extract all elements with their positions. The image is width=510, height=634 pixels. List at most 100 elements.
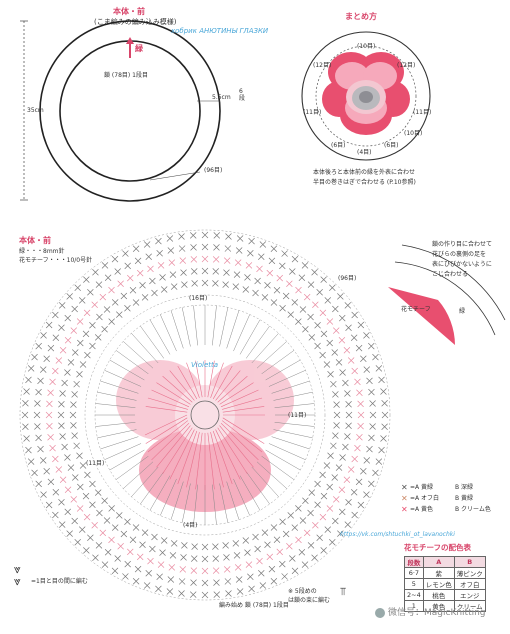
- stitch-mark: [279, 304, 286, 312]
- stitch-mark: [143, 582, 151, 589]
- table-row: 5 レモン色 オフ白: [404, 578, 486, 590]
- table-header-cell: A: [422, 556, 455, 568]
- stitch-mark: [326, 318, 334, 325]
- stitch-mark: [261, 529, 269, 536]
- stitch-mark: [190, 244, 197, 251]
- stitch-mark: [22, 399, 29, 407]
- petal-stitch: [217, 375, 248, 403]
- stitch-mark: [319, 309, 327, 317]
- fifth-row-note-line1: ※ 5段めの: [288, 588, 317, 595]
- stitch-mark: [58, 521, 66, 528]
- stitch-mark: [351, 455, 358, 463]
- stitch-mark: [319, 351, 326, 359]
- stitch-mark: [363, 332, 370, 339]
- stitch-mark: [55, 357, 63, 364]
- stitch-mark: [141, 529, 149, 536]
- petal-stitch: [215, 429, 241, 480]
- stitch-mark: [101, 262, 109, 269]
- stitch-mark: [25, 376, 32, 384]
- petal-stitch: [151, 422, 190, 461]
- stitch-mark: [76, 452, 83, 460]
- stitch-mark: [224, 578, 232, 585]
- stitch-mark: [66, 530, 73, 537]
- stitch-mark: [339, 508, 346, 516]
- stitch-mark: [344, 302, 352, 309]
- table-cell: 桃色: [422, 589, 455, 601]
- stitch-mark: [332, 327, 340, 334]
- stitch-mark: [356, 389, 363, 397]
- stitch-mark: [298, 549, 306, 556]
- stitch-mark: [89, 480, 96, 488]
- stitch-mark: [256, 557, 263, 565]
- chart-label-16: (16目): [189, 295, 208, 302]
- tall-stitch: [273, 429, 313, 439]
- stitch-mark: [242, 537, 250, 544]
- stitch-mark: [49, 378, 56, 386]
- tall-stitch: [131, 333, 159, 364]
- stitch-mark: [103, 306, 111, 313]
- stitch-mark: [89, 321, 96, 329]
- stitch-mark: [52, 367, 59, 375]
- stitch-mark: [169, 271, 177, 278]
- stitch-mark: [70, 401, 77, 408]
- tall-stitch: [271, 436, 310, 450]
- tall-stitch: [239, 319, 261, 355]
- stitch-mark: [151, 533, 158, 541]
- stitch-mark: [190, 579, 197, 586]
- guide-ring: [84, 294, 326, 536]
- tall-stitch: [95, 403, 136, 408]
- tall-stitch: [273, 391, 313, 401]
- stitch-mark: [190, 256, 198, 263]
- stitch-mark: [104, 274, 112, 281]
- legend-b: B 深緑: [455, 484, 474, 491]
- direction-arrow-head: [126, 37, 134, 44]
- stitch-mark: [147, 265, 154, 273]
- stitch-mark: [223, 554, 230, 561]
- stitch-mark: [111, 255, 119, 263]
- tall-stitch: [193, 484, 198, 525]
- stitch-mark: [189, 232, 197, 239]
- stitch-mark: [201, 555, 209, 563]
- chart-pansy-fill: [116, 360, 294, 512]
- stitch-mark: [72, 349, 79, 356]
- tall-stitch: [265, 359, 301, 381]
- stitch-mark: [92, 268, 99, 276]
- stitch-mark: [52, 489, 60, 496]
- stitch-mark: [78, 526, 86, 533]
- stitch-mark: [149, 277, 156, 285]
- stitch-mark: [345, 422, 352, 430]
- petal-stitch: [221, 420, 263, 453]
- stitch-mark: [332, 305, 339, 313]
- stitch-mark: [245, 262, 253, 269]
- stitch-mark: [355, 344, 363, 352]
- stitch-mark: [343, 346, 351, 354]
- stitch-mark: [126, 548, 134, 556]
- stitch-mark: [375, 365, 383, 372]
- stitch-mark: [83, 276, 90, 283]
- stitch-mark: [329, 284, 336, 291]
- stitch-mark: [258, 253, 265, 260]
- stitch-mark: [201, 279, 209, 287]
- stitch-mark: [124, 304, 131, 312]
- stitch-mark: [232, 283, 240, 290]
- stitch-mark: [96, 313, 103, 321]
- stitch-mark: [324, 297, 332, 304]
- stitch-mark: [345, 324, 352, 331]
- assembly-label-6-right: (6目): [384, 142, 399, 149]
- stitch-mark: [64, 454, 71, 461]
- stitch-mark: [368, 388, 375, 396]
- green-edge-label: 緑: [459, 308, 466, 315]
- stitch-mark: [234, 259, 242, 266]
- side-note-line3: 表にひびかないように: [432, 261, 492, 268]
- stitch-mark: [79, 361, 87, 368]
- vk-link[interactable]: https://vk.com/shtuchki_ot_lavanochki: [340, 531, 455, 538]
- stitch-mark: [266, 553, 274, 561]
- petal-stitch: [156, 425, 191, 468]
- stitch-mark: [332, 517, 339, 525]
- stitch-mark: [289, 555, 296, 562]
- stitch-mark: [78, 297, 86, 304]
- stitch-mark: [225, 590, 232, 597]
- stitch-mark: [342, 379, 349, 387]
